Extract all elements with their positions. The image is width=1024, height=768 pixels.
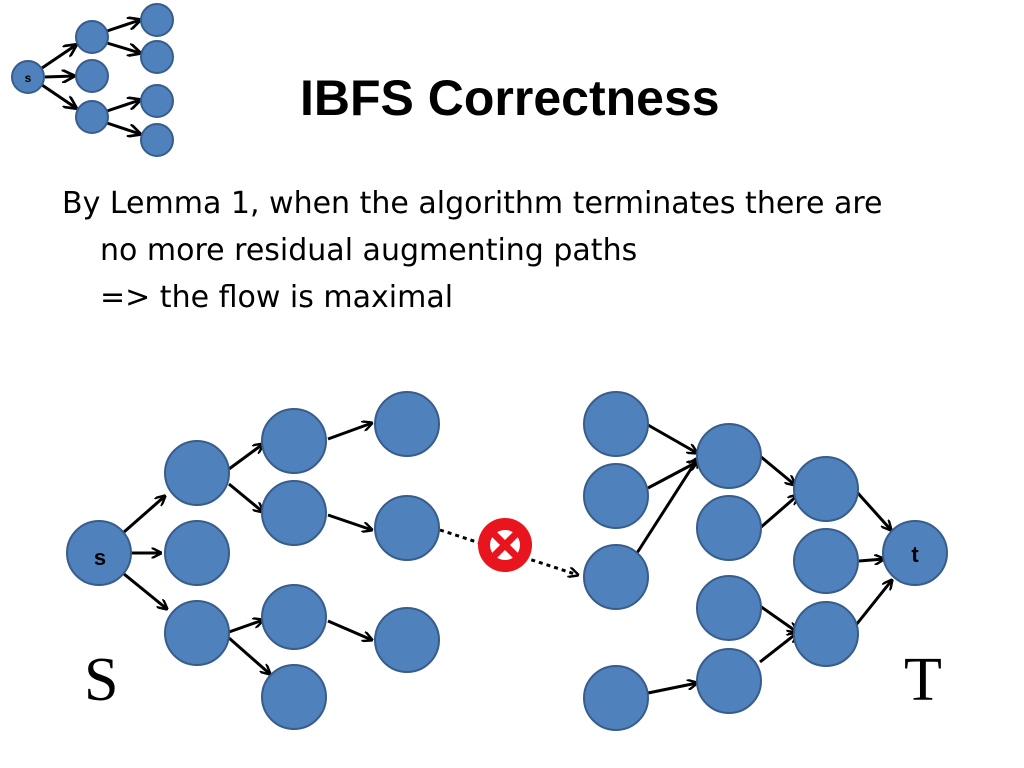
source-tree-edges <box>123 423 372 674</box>
mini-source-label: s <box>25 71 32 85</box>
tree-node <box>696 575 762 641</box>
mini-node <box>140 3 174 37</box>
tree-node <box>583 391 649 457</box>
source-node-s <box>66 520 132 586</box>
tree-node <box>261 584 327 650</box>
mini-node <box>75 100 109 134</box>
no-entry-cross-icon <box>478 518 532 572</box>
tree-node <box>696 495 762 561</box>
tree-node <box>793 601 859 667</box>
sink-node-t <box>882 520 948 586</box>
mini-tree-logo: s <box>11 3 174 157</box>
mini-node <box>140 84 174 118</box>
tree-node <box>583 463 649 529</box>
tree-node <box>374 607 440 673</box>
slide-title: IBFS Correctness <box>300 70 720 126</box>
tree-node <box>164 520 230 586</box>
tree-node <box>261 480 327 546</box>
tree-node <box>793 456 859 522</box>
tree-node <box>374 391 440 457</box>
source-set-label: S <box>84 646 118 714</box>
tree-node <box>696 423 762 489</box>
tree-node <box>164 440 230 506</box>
tree-node <box>261 664 327 730</box>
mini-node <box>75 59 109 93</box>
source-tree: s <box>66 391 440 730</box>
source-label: s <box>94 545 106 570</box>
sink-tree: t <box>583 391 948 731</box>
tree-node <box>583 665 649 731</box>
body-line-1: By Lemma 1, when the algorithm terminate… <box>62 186 883 221</box>
tree-node <box>793 528 859 594</box>
mini-tree-edges <box>41 20 140 134</box>
mini-node <box>140 40 174 74</box>
slide-body: By Lemma 1, when the algorithm terminate… <box>62 180 982 321</box>
sink-set-label: T <box>904 646 942 714</box>
tree-node <box>164 600 230 666</box>
sink-label: t <box>911 542 919 567</box>
mini-node <box>140 123 174 157</box>
mini-node-s <box>11 60 45 94</box>
tree-node <box>583 544 649 610</box>
blocked-path <box>439 518 578 575</box>
tree-node <box>261 408 327 474</box>
mini-node <box>75 20 109 54</box>
sink-tree-edges <box>635 423 892 695</box>
tree-node <box>374 495 440 561</box>
body-line-3: => the flow is maximal <box>100 280 454 315</box>
body-line-2: no more residual augmenting paths <box>100 233 638 268</box>
tree-node <box>696 648 762 714</box>
